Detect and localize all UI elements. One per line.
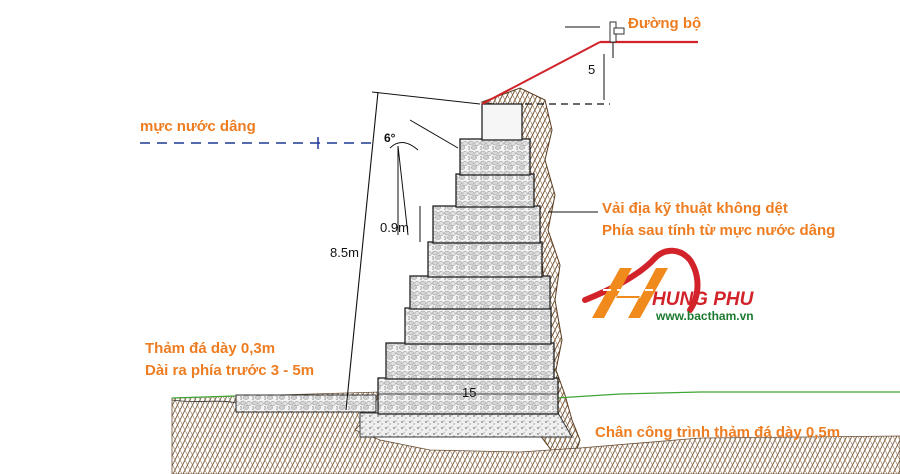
angle-batter (397, 145, 409, 236)
gabion-tier-5 (427, 241, 543, 278)
guardrail-icon (609, 21, 625, 58)
logo-url: www.bactham.vn (655, 309, 754, 323)
gabion-tier-8 (459, 138, 531, 176)
base-width-label: 15 (462, 385, 476, 400)
height-label: 8.5m (330, 245, 359, 260)
gabion-tier-6 (432, 205, 541, 244)
gabion-tier-1 (377, 377, 559, 415)
ground-line-left (171, 395, 236, 399)
foundation-label: Chân công trình thảm đá dày 0,5m (595, 424, 840, 441)
gabion-tier-7 (455, 173, 535, 208)
leader-top-tier (409, 119, 459, 149)
ground-line-right (555, 391, 900, 399)
road-slope-line (481, 41, 601, 105)
logo-letter-h-icon (592, 268, 668, 318)
toe-ground-line (171, 399, 241, 405)
geotextile-label-line1: Vải địa kỹ thuật không dệt (602, 200, 788, 217)
logo-brand: HUNG PHU (652, 289, 755, 310)
angle-label: 6° (384, 131, 396, 145)
road-label: Đường bộ (628, 15, 701, 32)
gabion-tier-3 (404, 307, 552, 345)
angle-arc (389, 142, 419, 151)
apron-label-line2: Dài ra phía trước 3 - 5m (145, 362, 314, 379)
gabion-tier-4 (409, 275, 551, 310)
gabion-wall (377, 103, 559, 415)
flood-level-label: mực nước dâng (140, 118, 256, 135)
geotextile-label-line2: Phía sau tính từ mực nước dâng (602, 222, 835, 239)
foundation-mattress (359, 412, 573, 438)
height-dimension-top (371, 91, 481, 105)
apron-mattress (235, 394, 377, 413)
slope-ratio-label: 5 (588, 62, 595, 77)
gabion-tier-9 (481, 103, 523, 141)
step-label: 0.9m (380, 220, 409, 235)
height-dimension-line (345, 91, 379, 411)
hungphu-logo: HUNG PHU www.bactham.vn (575, 247, 755, 323)
gabion-tier-2 (385, 342, 555, 380)
apron-label-line1: Thảm đá dày 0,3m (145, 340, 275, 357)
